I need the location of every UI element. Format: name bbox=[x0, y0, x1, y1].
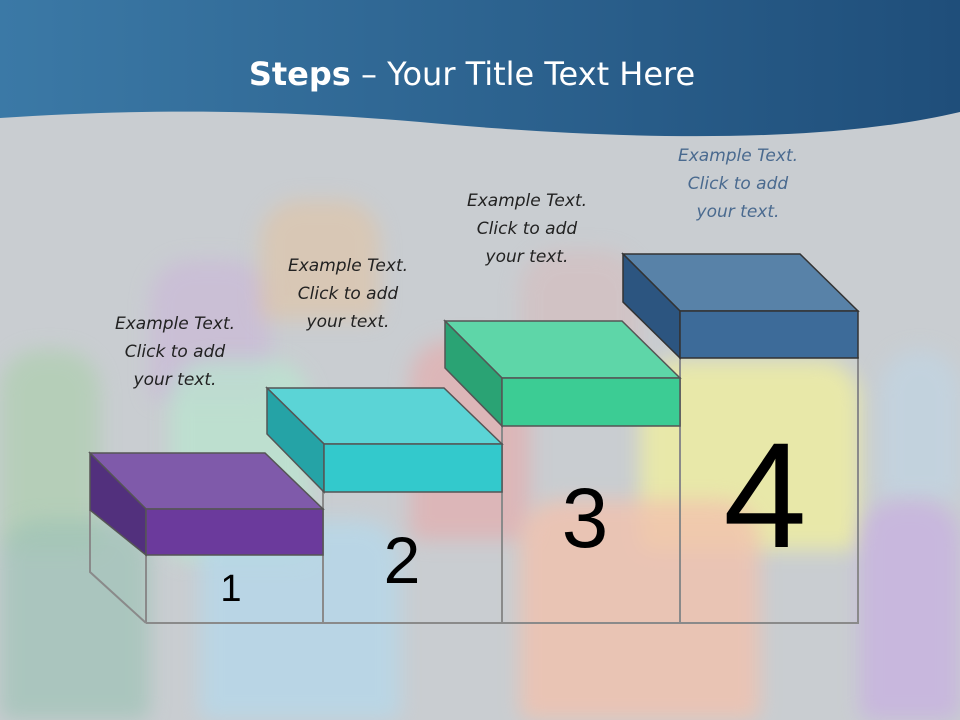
background-chair bbox=[880, 350, 960, 500]
step-4-number: 4 bbox=[723, 411, 807, 579]
background-chair bbox=[520, 500, 760, 720]
caption-line: your text. bbox=[696, 202, 780, 222]
step-2-number: 2 bbox=[383, 523, 421, 597]
background-chair bbox=[260, 200, 380, 320]
caption-line: your text. bbox=[485, 247, 569, 267]
step-2-caption[interactable]: Example Text. Click to add your text. bbox=[248, 252, 448, 336]
step-4-front bbox=[679, 310, 859, 359]
step-2-box[interactable] bbox=[265, 386, 504, 494]
background-chair bbox=[0, 520, 150, 720]
step-3-caption[interactable]: Example Text. Click to add your text. bbox=[427, 187, 627, 271]
slide-title[interactable]: Steps – Your Title Text Here bbox=[0, 55, 944, 93]
step-1-number: 1 bbox=[220, 568, 242, 610]
step-4-box[interactable] bbox=[621, 252, 860, 360]
step-1-caption[interactable]: Example Text. Click to add your text. bbox=[75, 310, 275, 394]
background-chair bbox=[0, 350, 100, 550]
title-bold: Steps bbox=[248, 55, 351, 93]
caption-line: Click to add bbox=[687, 174, 789, 194]
step-2-front bbox=[323, 443, 503, 493]
title-rest: – Your Title Text Here bbox=[350, 55, 696, 93]
background-chair bbox=[860, 500, 960, 720]
caption-line: Example Text. bbox=[466, 191, 588, 211]
caption-line: Example Text. bbox=[114, 314, 236, 334]
caption-line: your text. bbox=[133, 370, 217, 390]
step-1-front bbox=[145, 508, 324, 556]
step-4-caption[interactable]: Example Text. Click to add your text. bbox=[638, 142, 838, 226]
caption-line: your text. bbox=[306, 312, 390, 332]
caption-line: Click to add bbox=[476, 219, 578, 239]
step-3-front bbox=[501, 377, 681, 427]
header-band bbox=[0, 0, 960, 137]
caption-line: Example Text. bbox=[287, 256, 409, 276]
caption-line: Example Text. bbox=[677, 146, 799, 166]
step-1-box[interactable] bbox=[88, 451, 325, 557]
caption-line: Click to add bbox=[124, 342, 226, 362]
step-3-box[interactable] bbox=[443, 319, 682, 428]
step-3-number: 3 bbox=[561, 471, 609, 565]
caption-line: Click to add bbox=[297, 284, 399, 304]
